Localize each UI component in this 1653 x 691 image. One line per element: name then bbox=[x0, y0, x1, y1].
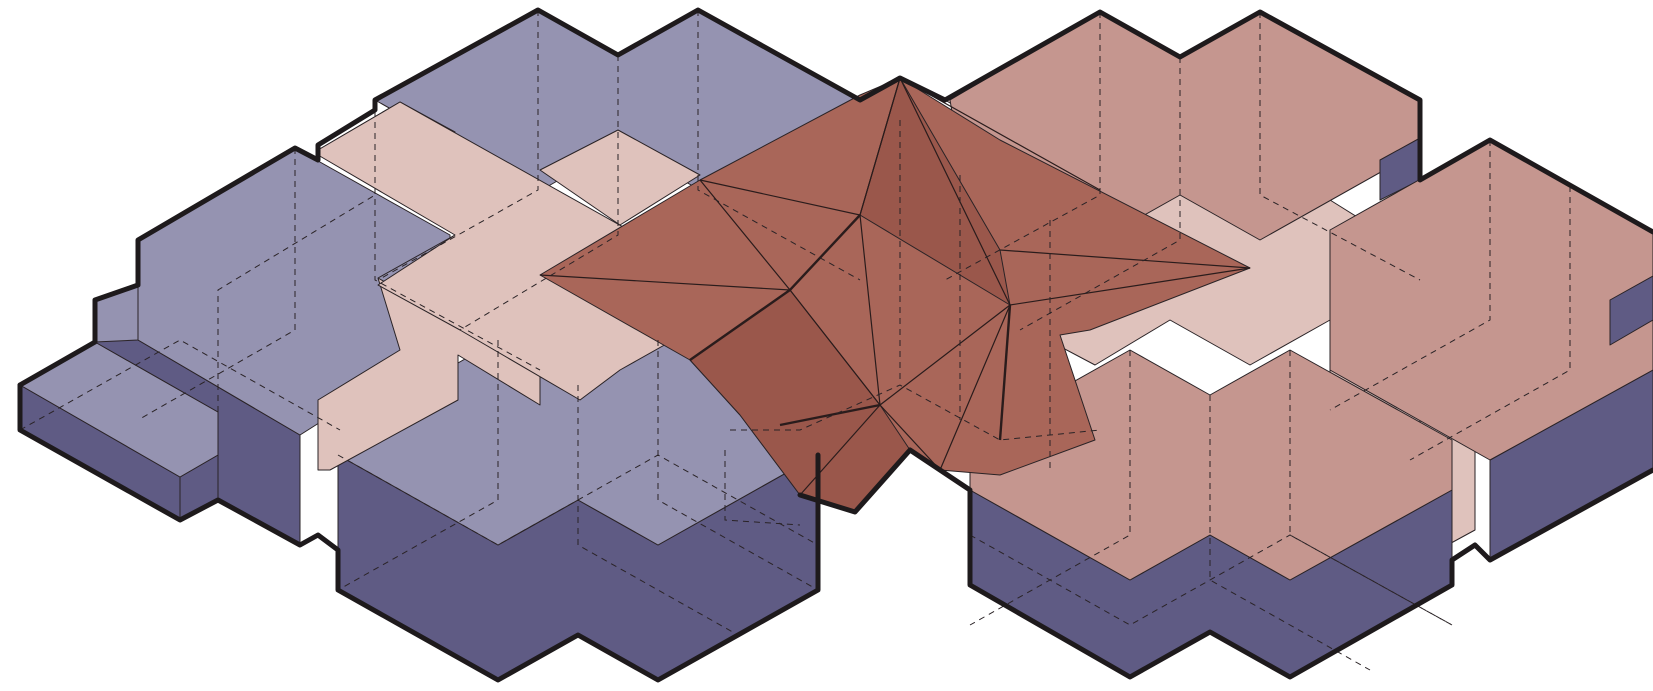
isometric-diagram bbox=[0, 0, 1653, 691]
diagram-canvas bbox=[0, 0, 1653, 691]
